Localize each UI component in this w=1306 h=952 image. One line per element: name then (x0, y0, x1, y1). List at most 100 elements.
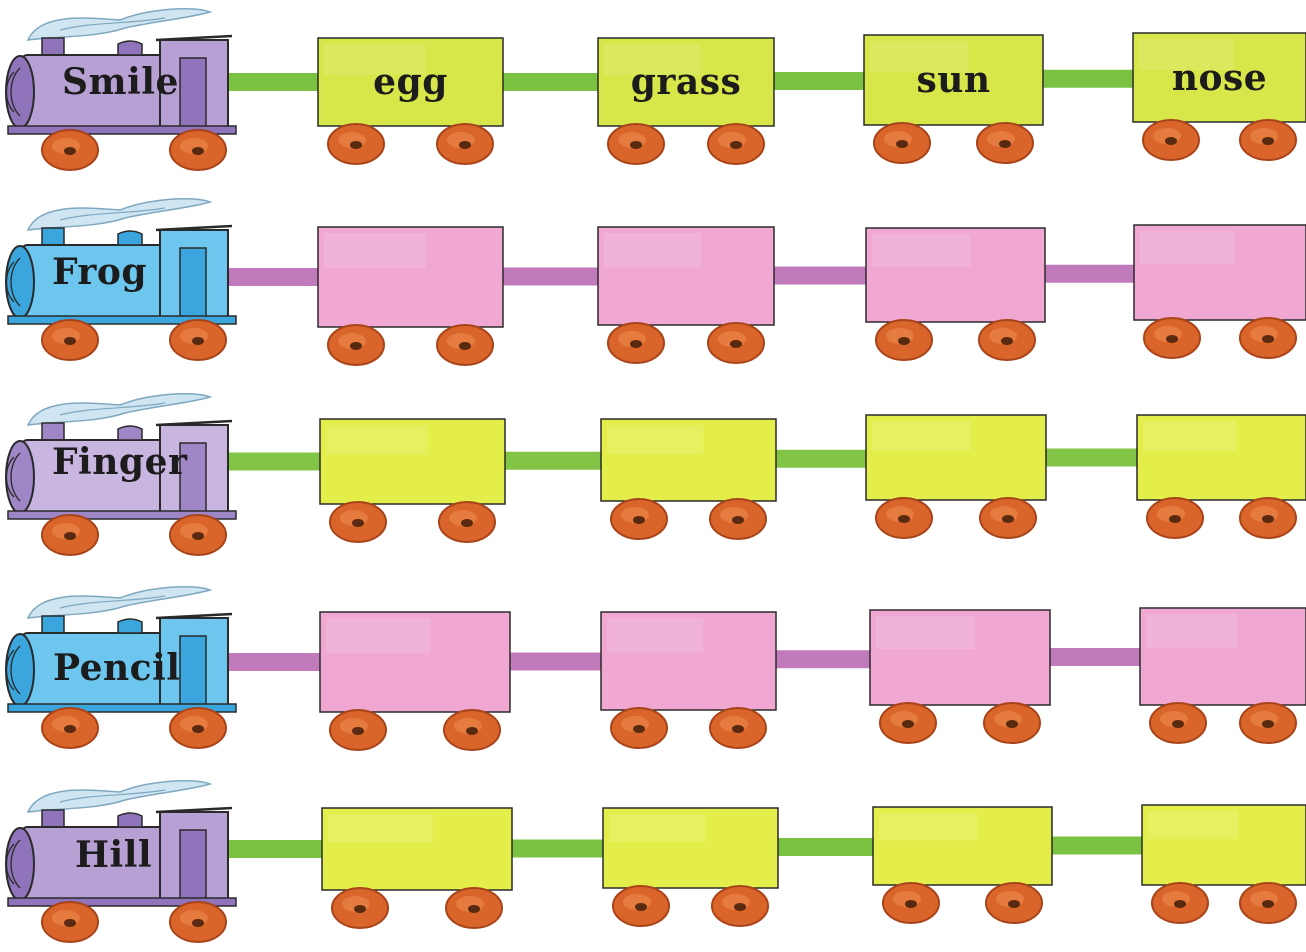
dome (117, 230, 143, 246)
wagon-shade (609, 814, 706, 842)
wagon-wheel-left (1151, 882, 1209, 924)
wagon-body (602, 807, 779, 889)
wagon-wheel-right (443, 709, 501, 751)
wagon-wheel-right (707, 123, 765, 165)
train-row: Pencil (0, 578, 1306, 758)
wagon-wheel-left (329, 709, 387, 751)
engine-wheel-front (41, 707, 99, 749)
train-row: Hill (0, 772, 1306, 952)
wagon-wheel-right (1239, 497, 1297, 539)
wagon (1139, 607, 1306, 744)
wagon-body (869, 609, 1051, 706)
wagon-wheel-right (1239, 882, 1297, 924)
dome (117, 812, 143, 828)
wagon-wheel-right (711, 885, 769, 927)
wagon-shade (326, 425, 428, 455)
wagon-wheel-right (445, 887, 503, 929)
wagon (600, 611, 777, 749)
engine-word: Hill (75, 834, 153, 876)
wagon (865, 227, 1046, 361)
wagon-wheel-left (327, 123, 385, 165)
engine (5, 780, 237, 943)
cab-door (179, 829, 207, 903)
coupler-bar (226, 452, 322, 471)
coupler-bar (774, 449, 868, 468)
cab-door (179, 57, 207, 131)
wagon (317, 37, 504, 165)
train-row: Finger (0, 385, 1306, 565)
train-drawing (5, 586, 1306, 751)
wagon (1133, 224, 1306, 359)
coupler-bar (226, 73, 320, 91)
couplers (226, 836, 1144, 858)
smoke-icon (26, 393, 213, 426)
wagon-shade (607, 618, 704, 653)
wagon-shade (1143, 421, 1236, 451)
boiler-front (5, 245, 35, 319)
coupler-bar (1048, 648, 1142, 666)
coupler-bar (774, 650, 872, 669)
train-drawing (5, 393, 1306, 556)
coupler-bar (226, 268, 320, 286)
engine-base (7, 703, 237, 713)
train-drawing (5, 780, 1306, 943)
boiler-front (5, 633, 35, 707)
coupler-bar (772, 266, 868, 285)
wagon-wheel-right (709, 498, 767, 540)
wagon-shade (872, 234, 971, 267)
wagon (600, 418, 777, 540)
engine-wheel-front (41, 129, 99, 171)
coupler-bar (226, 840, 324, 858)
wagon-shade (607, 425, 704, 454)
engine-wheel-front (41, 514, 99, 556)
wagon-wheel-left (331, 887, 389, 929)
wagon (863, 34, 1044, 164)
wagon (602, 807, 779, 927)
wagon-shade (870, 41, 969, 73)
wagon (597, 37, 775, 165)
wagon-body (1132, 32, 1306, 123)
engine (5, 198, 237, 361)
wagon-body (319, 611, 511, 713)
wagon-body (865, 414, 1047, 501)
coupler-bar (510, 839, 605, 858)
coupler-bar (1043, 264, 1136, 283)
wagon-wheel-right (976, 122, 1034, 164)
wagon-wheel-left (875, 497, 933, 539)
wagon (865, 414, 1047, 539)
engine-word: Smile (62, 61, 179, 103)
engine-word: Frog (52, 251, 148, 293)
wagon-body (1141, 804, 1306, 886)
wagon-wheel-right (978, 319, 1036, 361)
chimney (41, 227, 65, 247)
wagon-wheel-left (610, 707, 668, 749)
chimney (41, 615, 65, 635)
dome (117, 40, 143, 56)
boiler-front (5, 440, 35, 514)
wagon-shade (872, 421, 971, 451)
wagon-shade (1146, 614, 1238, 648)
wagon-body (597, 37, 775, 127)
engine-wheel-back (169, 319, 227, 361)
engine-base (7, 125, 237, 135)
coupler-bar (776, 838, 875, 856)
wagon-shade (328, 814, 433, 843)
wagon-body (317, 226, 504, 328)
smoke-icon (26, 8, 213, 41)
wagon-wheel-left (607, 123, 665, 165)
wagon-shade (1148, 811, 1239, 839)
wagon-wheel-left (607, 322, 665, 364)
wagon-wheel-left (875, 319, 933, 361)
coupler-bar (508, 652, 603, 671)
train-drawing (5, 8, 1306, 171)
engine-base (7, 897, 237, 907)
train-drawing (5, 198, 1306, 366)
wagon-shade (324, 233, 426, 268)
engine-wheel-back (169, 514, 227, 556)
wagon-wheel-right (983, 702, 1041, 744)
wagon (319, 418, 506, 543)
smoke-icon (26, 586, 213, 619)
wagon (597, 226, 775, 364)
wagon-body (1136, 414, 1306, 501)
